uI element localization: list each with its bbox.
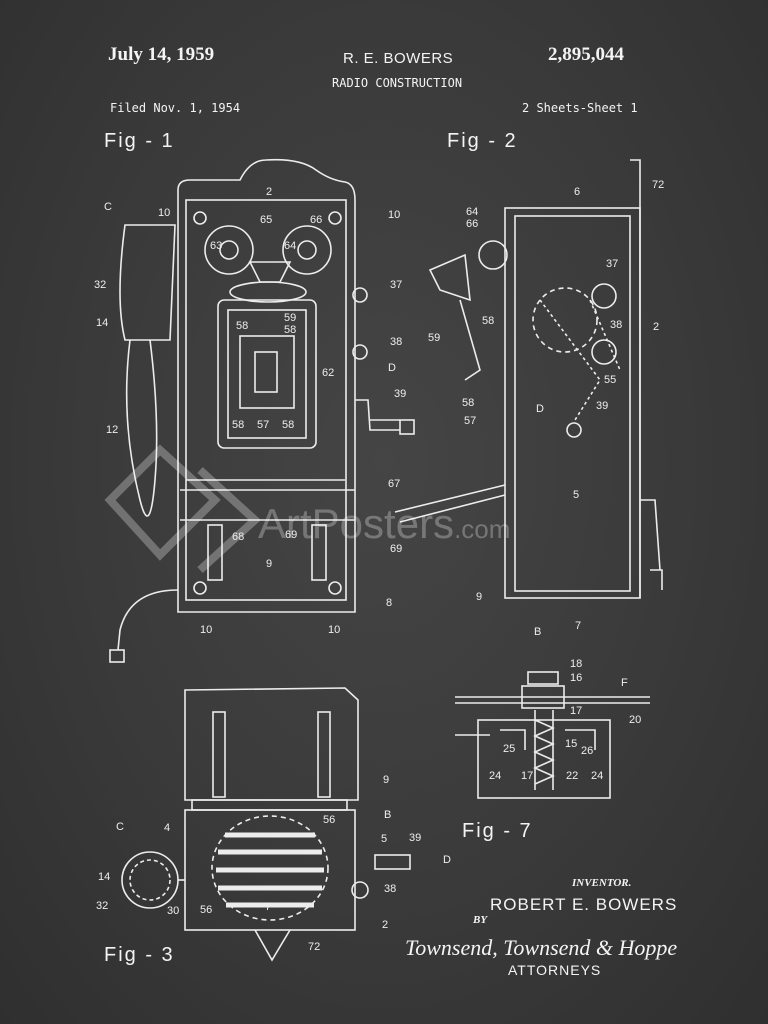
fig3-reference-numeral: 56 bbox=[200, 904, 213, 916]
fig1-reference-numeral: 14 bbox=[96, 317, 109, 329]
watermark-suffix: .com bbox=[454, 514, 511, 544]
fig1-reference-numeral: D bbox=[388, 362, 396, 374]
fig3-reference-numeral: 9 bbox=[383, 774, 390, 786]
fig3-reference-numeral: 4 bbox=[164, 822, 171, 834]
fig7-reference-numeral: 26 bbox=[581, 745, 594, 757]
fig7-reference-numeral: 17 bbox=[521, 770, 534, 782]
fig2-reference-numeral: 9 bbox=[476, 591, 483, 603]
fig3-reference-numeral: 56 bbox=[323, 814, 336, 826]
inventor-label: INVENTOR. bbox=[572, 877, 632, 889]
figure-3-label: Fig - 3 bbox=[104, 944, 175, 966]
fig2-reference-numeral: 55 bbox=[604, 374, 617, 386]
fig2-reference-numeral: B bbox=[534, 626, 542, 638]
fig1-reference-numeral: C bbox=[104, 201, 112, 213]
fig7-reference-numeral: 25 bbox=[503, 743, 516, 755]
fig2-reference-numeral: D bbox=[536, 403, 544, 415]
fig2-reference-numeral: 7 bbox=[575, 620, 582, 632]
fig2-reference-numeral: 37 bbox=[606, 258, 619, 270]
fig7-reference-numeral: F bbox=[621, 677, 628, 689]
fig7-reference-numeral: 16 bbox=[570, 672, 583, 684]
fig1-reference-numeral: 63 bbox=[210, 240, 223, 252]
fig2-reference-numeral: 2 bbox=[653, 321, 660, 333]
fig2-reference-numeral: 38 bbox=[610, 319, 623, 331]
fig2-reference-numeral: 66 bbox=[466, 218, 479, 230]
fig1-reference-numeral: 10 bbox=[328, 624, 341, 636]
watermark-logo bbox=[104, 444, 261, 573]
fig1-reference-numeral: 59 bbox=[284, 312, 297, 324]
fig1-reference-numeral: 2 bbox=[266, 186, 273, 198]
fig1-reference-numeral: 58 bbox=[284, 324, 297, 336]
fig1-reference-numeral: 38 bbox=[390, 336, 403, 348]
fig7-reference-numeral: 15 bbox=[565, 738, 578, 750]
fig1-reference-numeral: 57 bbox=[257, 419, 270, 431]
fig1-reference-numeral: 10 bbox=[388, 209, 401, 221]
fig1-reference-numeral: 10 bbox=[200, 624, 213, 636]
fig1-reference-numeral: 58 bbox=[236, 320, 249, 332]
fig3-reference-numeral: 30 bbox=[167, 905, 180, 917]
inventor-short-name: R. E. BOWERS bbox=[343, 50, 454, 67]
fig7-reference-numeral: 22 bbox=[566, 770, 579, 782]
watermark-text: ArtPosters.com bbox=[258, 500, 510, 548]
fig7-reference-numeral: 24 bbox=[489, 770, 502, 782]
fig3-reference-numeral: 38 bbox=[384, 883, 397, 895]
fig1-reference-numeral: 9 bbox=[266, 558, 273, 570]
fig1-reference-numeral: 65 bbox=[260, 214, 273, 226]
fig1-reference-numeral: 62 bbox=[322, 367, 335, 379]
filed-date: Filed Nov. 1, 1954 bbox=[110, 101, 241, 115]
fig3-reference-numeral: 14 bbox=[98, 871, 111, 883]
fig3-reference-numeral: C bbox=[116, 821, 124, 833]
fig1-reference-numeral: 8 bbox=[386, 597, 393, 609]
attorneys-signature: Townsend, Townsend & Hoppe bbox=[405, 935, 678, 960]
fig3-reference-numeral: 7 bbox=[265, 901, 272, 913]
fig3-reference-numeral: 39 bbox=[409, 832, 422, 844]
fig3-reference-numeral: 72 bbox=[308, 941, 321, 953]
inventor-name: ROBERT E. BOWERS bbox=[490, 895, 678, 914]
fig2-reference-numeral: 57 bbox=[464, 415, 477, 427]
fig2-reference-numeral: 39 bbox=[596, 400, 609, 412]
fig3-reference-numeral: B bbox=[384, 809, 392, 821]
patent-date: July 14, 1959 bbox=[108, 44, 215, 65]
figure-7-label: Fig - 7 bbox=[462, 820, 533, 842]
fig1-reference-numeral: 68 bbox=[232, 531, 245, 543]
figure-1-wall-telephone-radio bbox=[109, 158, 415, 663]
figure-2-side-view bbox=[394, 159, 663, 599]
figure-3-rear-view bbox=[121, 687, 411, 962]
figure-2-label: Fig - 2 bbox=[447, 130, 518, 152]
fig1-reference-numeral: 10 bbox=[158, 207, 171, 219]
patent-title: RADIO CONSTRUCTION bbox=[332, 76, 463, 90]
fig1-reference-numeral: 32 bbox=[94, 279, 107, 291]
watermark-brand: ArtPosters bbox=[258, 500, 455, 547]
patent-number: 2,895,044 bbox=[548, 44, 624, 65]
fig7-reference-numeral: 20 bbox=[629, 714, 642, 726]
fig2-reference-numeral: 58 bbox=[482, 315, 495, 327]
fig1-reference-numeral: 64 bbox=[284, 240, 297, 252]
fig3-reference-numeral: D bbox=[443, 854, 451, 866]
fig2-reference-numeral: 6 bbox=[574, 186, 581, 198]
fig1-reference-numeral: 58 bbox=[232, 419, 245, 431]
fig2-reference-numeral: 72 bbox=[652, 179, 665, 191]
fig1-reference-numeral: 58 bbox=[282, 419, 295, 431]
fig1-reference-numeral: 37 bbox=[390, 279, 403, 291]
fig1-reference-numeral: 67 bbox=[388, 478, 401, 490]
fig2-reference-numeral: 58 bbox=[462, 397, 475, 409]
figure-1-label: Fig - 1 bbox=[104, 130, 175, 152]
fig7-reference-numeral: 17 bbox=[570, 705, 583, 717]
fig1-reference-numeral: 66 bbox=[310, 214, 323, 226]
sheet-count: 2 Sheets-Sheet 1 bbox=[522, 101, 638, 115]
attorneys-label: ATTORNEYS bbox=[508, 962, 602, 978]
fig7-reference-numeral: 18 bbox=[570, 658, 583, 670]
fig2-reference-numeral: 64 bbox=[466, 206, 479, 218]
fig2-reference-numeral: 59 bbox=[428, 332, 441, 344]
fig7-reference-numeral: 24 bbox=[591, 770, 604, 782]
fig3-reference-numeral: 5 bbox=[381, 833, 388, 845]
fig3-reference-numeral: 32 bbox=[96, 900, 109, 912]
fig1-reference-numeral: 69 bbox=[285, 529, 298, 541]
fig3-reference-numeral: 2 bbox=[382, 919, 389, 931]
fig1-reference-numeral: 12 bbox=[106, 424, 119, 436]
fig1-reference-numeral: 39 bbox=[394, 388, 407, 400]
figure-7-section-view bbox=[455, 671, 650, 799]
fig2-reference-numeral: 5 bbox=[573, 489, 580, 501]
by-label: BY bbox=[473, 914, 488, 926]
fig2-reference-numeral: 69 bbox=[390, 543, 403, 555]
